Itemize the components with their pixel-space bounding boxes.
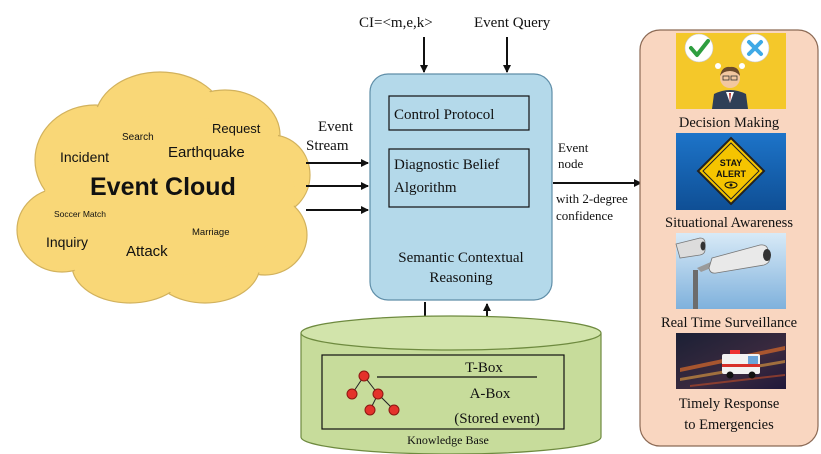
security-camera-icon [675,237,771,274]
knowledge-base-label: Knowledge Base [407,433,489,447]
tbox-label: T-Box [465,360,503,376]
event-stream: Event Stream [306,119,369,214]
reasoner-footer-line1: Semantic Contextual [398,250,523,266]
event-stream-label-line2: Stream [306,138,349,154]
emergency-response-label-line2: to Emergencies [684,417,774,433]
emergency-response-image [676,333,786,389]
cross-icon [747,40,763,56]
situational-awareness-image: STAY ALERT [676,133,786,210]
event-node-output: Event node with 2-degree confidence [553,140,642,223]
cloud-title: Event Cloud [90,173,236,201]
cloud-word-marriage: Marriage [192,227,230,238]
situational-awareness-label: Situational Awareness [665,215,793,231]
diagnostic-belief-label-line2: Algorithm [394,180,457,196]
knowledge-base: T-Box A-Box (Stored event) Knowledge Bas… [300,302,602,454]
applications-panel: Decision Making STAY ALERT Situational A… [639,29,819,447]
surveillance-label: Real Time Surveillance [661,315,797,331]
confidence-label-line2: confidence [556,208,613,223]
event-node-label-line1: Event [558,140,589,155]
event-query-label: Event Query [474,15,551,31]
surveillance-image [675,233,786,309]
cloud-word-soccer-match: Soccer Match [54,209,106,219]
stay-alert-sign-line1: STAY [720,158,743,168]
event-cloud: Search Request Incident Earthquake Event… [16,71,311,304]
eye-icon [724,181,738,189]
diagnostic-belief-label-line1: Diagnostic Belief [394,157,499,173]
reasoner-inputs: CI=<m,e,k> Event Query [359,15,551,73]
businessman-icon [712,66,748,109]
cloud-word-request: Request [212,121,261,136]
kb-inner-box [321,354,565,430]
event-node-label-line2: node [558,156,584,171]
stored-event-label: (Stored event) [454,411,539,427]
control-protocol-label: Control Protocol [394,107,494,123]
cloud-word-incident: Incident [60,149,109,165]
cloud-word-attack: Attack [126,243,168,260]
cloud-word-search: Search [122,132,154,143]
diagnostic-belief-box [388,148,530,208]
decision-making-label: Decision Making [679,115,779,131]
cloud-word-earthquake: Earthquake [168,144,245,161]
reasoner-footer-line2: Reasoning [429,270,493,286]
semantic-reasoner: Control Protocol Diagnostic Belief Algor… [369,73,553,301]
stay-alert-sign-line2: ALERT [716,169,746,179]
abox-label: A-Box [470,386,511,402]
event-stream-label-line1: Event [318,119,354,135]
ci-label: CI=<m,e,k> [359,15,433,31]
emergency-response-label-line1: Timely Response [679,396,780,412]
decision-making-image [676,33,786,109]
confidence-label-line1: with 2-degree [556,191,628,206]
ontology-tree-icon [346,370,400,416]
control-protocol-box [388,95,530,131]
ambulance-icon [722,350,760,379]
check-icon [689,39,710,57]
kb-cylinder-top [300,315,602,351]
cloud-word-inquiry: Inquiry [46,234,88,250]
